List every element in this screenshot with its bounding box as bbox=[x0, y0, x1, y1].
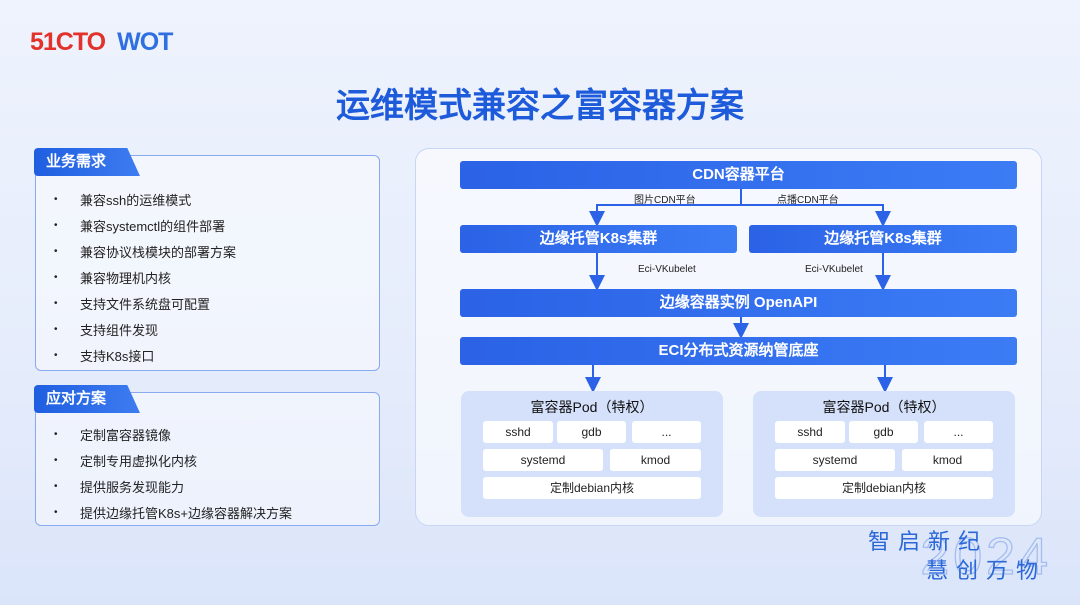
logo: 51CTO WOT bbox=[30, 28, 173, 57]
vkubelet-right: Eci-VKubelet bbox=[805, 264, 863, 275]
bullet-icon: • bbox=[54, 480, 58, 492]
bullet-icon: • bbox=[54, 297, 58, 309]
image-cdn-label: 图片CDN平台 bbox=[634, 195, 696, 206]
pod-right: 富容器Pod（特权） sshd gdb ... systemd kmod 定制d… bbox=[753, 391, 1015, 517]
list-item: • 兼容协议栈模块的部署方案 bbox=[54, 238, 369, 264]
list-item: • 提供服务发现能力 bbox=[54, 473, 369, 499]
bullet-icon: • bbox=[54, 271, 58, 283]
solution-panel: 应对方案 • 定制富容器镜像 • 定制专用虚拟化内核 • 提供服务发现能力 • 提供边缘托管K… bbox=[34, 385, 380, 526]
logo-51cto: 51CTO bbox=[30, 28, 106, 56]
more-box: ... bbox=[632, 421, 701, 443]
bullet-icon: • bbox=[54, 454, 58, 466]
bullet-icon: • bbox=[54, 506, 58, 518]
business-needs-list: • 兼容ssh的运维模式 • 兼容systemctl的组件部署 • 兼容协议栈模块的部署方… bbox=[54, 186, 369, 368]
slogan-line-2: 慧创万物 bbox=[925, 558, 1046, 583]
gdb-box: gdb bbox=[557, 421, 626, 443]
bullet-icon: • bbox=[54, 193, 58, 205]
sshd-box: sshd bbox=[775, 421, 845, 443]
systemd-box: systemd bbox=[775, 449, 895, 471]
list-item-text: 兼容物理机内核 bbox=[80, 270, 172, 286]
list-item-text: 支持文件系统盘可配置 bbox=[80, 296, 211, 312]
gdb-box: gdb bbox=[849, 421, 918, 443]
kmod-box: kmod bbox=[902, 449, 993, 471]
slogan: 智启新纪慧创万物 bbox=[868, 527, 1046, 585]
year-watermark: 2024 bbox=[920, 527, 1052, 586]
solution-list: • 定制富容器镜像 • 定制专用虚拟化内核 • 提供服务发现能力 • 提供边缘托管K8s+边缘… bbox=[54, 421, 369, 525]
list-item-text: 定制专用虚拟化内核 bbox=[80, 453, 198, 469]
bullet-icon: • bbox=[54, 219, 58, 231]
list-item-text: 兼容ssh的运维模式 bbox=[80, 192, 192, 208]
bullet-icon: • bbox=[54, 245, 58, 257]
list-item-text: 支持K8s接口 bbox=[80, 348, 155, 364]
diagram-connectors bbox=[585, 189, 893, 393]
list-item-text: 支持组件发现 bbox=[80, 322, 159, 338]
list-item: • 支持K8s接口 bbox=[54, 342, 369, 368]
kmod-box: kmod bbox=[610, 449, 701, 471]
list-item: • 支持文件系统盘可配置 bbox=[54, 290, 369, 316]
sshd-box: sshd bbox=[483, 421, 553, 443]
list-item-text: 提供边缘托管K8s+边缘容器解决方案 bbox=[80, 505, 292, 521]
list-item: • 提供边缘托管K8s+边缘容器解决方案 bbox=[54, 499, 369, 525]
kernel-box: 定制debian内核 bbox=[775, 477, 993, 499]
list-item: • 兼容systemctl的组件部署 bbox=[54, 212, 369, 238]
business-needs-tag: 业务需求 bbox=[34, 148, 140, 176]
more-box: ... bbox=[924, 421, 993, 443]
kernel-box: 定制debian内核 bbox=[483, 477, 701, 499]
list-item: • 支持组件发现 bbox=[54, 316, 369, 342]
page-title: 运维模式兼容之富容器方案 bbox=[336, 87, 744, 125]
list-item-text: 提供服务发现能力 bbox=[80, 479, 185, 495]
list-item: • 兼容物理机内核 bbox=[54, 264, 369, 290]
list-item: • 定制富容器镜像 bbox=[54, 421, 369, 447]
solution-tag: 应对方案 bbox=[34, 385, 140, 413]
bullet-icon: • bbox=[54, 349, 58, 361]
pod-title: 富容器Pod（特权） bbox=[530, 399, 654, 415]
slogan-line-1: 智启新纪 bbox=[867, 529, 988, 554]
systemd-box: systemd bbox=[483, 449, 603, 471]
openapi-bar: 边缘容器实例 OpenAPI bbox=[460, 289, 1017, 317]
vkubelet-left: Eci-VKubelet bbox=[638, 264, 696, 275]
bullet-icon: • bbox=[54, 323, 58, 335]
logo-wot: WOT bbox=[117, 28, 173, 56]
eci-base-bar: ECI分布式资源纳管底座 bbox=[460, 337, 1017, 365]
pod-title: 富容器Pod（特权） bbox=[822, 399, 946, 415]
vod-cdn-label: 点播CDN平台 bbox=[777, 195, 839, 206]
list-item: • 兼容ssh的运维模式 bbox=[54, 186, 369, 212]
list-item-text: 兼容systemctl的组件部署 bbox=[80, 218, 226, 234]
business-needs-panel: 业务需求 • 兼容ssh的运维模式 • 兼容systemctl的组件部署 • 兼容协议栈模… bbox=[34, 148, 380, 371]
bullet-icon: • bbox=[54, 428, 58, 440]
list-item-text: 兼容协议栈模块的部署方案 bbox=[80, 244, 237, 260]
architecture-diagram: CDN容器平台 图片CDN平台 点播CDN平台 边缘托管K8s集群 边缘托管K8… bbox=[415, 148, 1042, 526]
cdn-platform-bar: CDN容器平台 bbox=[460, 161, 1017, 189]
k8s-cluster-left: 边缘托管K8s集群 bbox=[460, 225, 737, 253]
k8s-cluster-right: 边缘托管K8s集群 bbox=[749, 225, 1017, 253]
list-item: • 定制专用虚拟化内核 bbox=[54, 447, 369, 473]
pod-left: 富容器Pod（特权） sshd gdb ... systemd kmod 定制d… bbox=[461, 391, 723, 517]
list-item-text: 定制富容器镜像 bbox=[80, 427, 172, 443]
